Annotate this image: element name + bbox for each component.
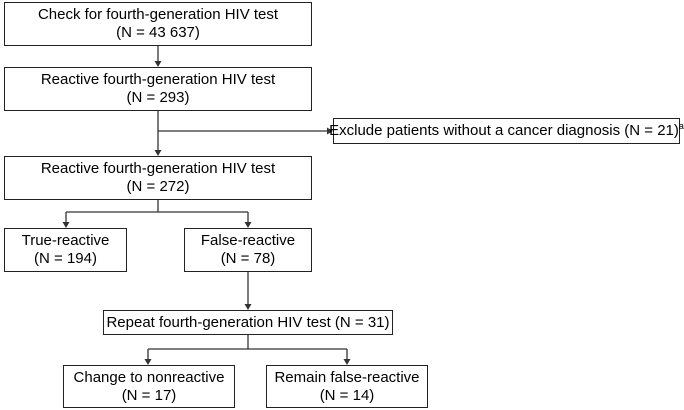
arrowhead-down <box>244 304 252 310</box>
arrowhead-down <box>154 61 162 67</box>
box-screened-count: (N = 43 637) <box>116 24 200 41</box>
footnote-marker: a <box>678 121 684 131</box>
box-reactive-initial-title: Reactive fourth-generation HIV test <box>40 71 276 88</box>
box-reactive-initial-count: (N = 293) <box>126 89 190 106</box>
box-remain-false-reactive: Remain false-reactive (N = 14) <box>266 365 428 408</box>
arrowhead-down <box>244 222 252 228</box>
box-reactive-included-title: Reactive fourth-generation HIV test <box>40 160 276 177</box>
box-reactive-initial: Reactive fourth-generation HIV test (N =… <box>4 67 312 111</box>
box-false-reactive-title: False-reactive <box>200 232 296 249</box>
box-screened: Check for fourth-generation HIV test (N … <box>4 2 312 46</box>
arrowhead-down <box>154 150 162 156</box>
box-true-reactive: True-reactive (N = 194) <box>4 228 127 272</box>
box-exclusion-text: Exclude patients without a cancer diagno… <box>329 121 684 140</box>
box-repeat-test-text: Repeat fourth-generation HIV test (N = 3… <box>106 313 390 331</box>
box-true-reactive-title: True-reactive <box>21 232 110 249</box>
box-exclusion: Exclude patients without a cancer diagno… <box>329 118 684 144</box>
box-false-reactive-count: (N = 78) <box>220 250 276 267</box>
box-true-reactive-count: (N = 194) <box>34 250 97 267</box>
box-repeat-test: Repeat fourth-generation HIV test (N = 3… <box>103 310 393 335</box>
box-remain-false-reactive-count: (N = 14) <box>319 386 375 404</box>
box-change-nonreactive-title: Change to nonreactive <box>73 368 225 386</box>
box-remain-false-reactive-title: Remain false-reactive <box>274 368 420 386</box>
box-reactive-included: Reactive fourth-generation HIV test (N =… <box>4 156 312 200</box>
box-screened-title: Check for fourth-generation HIV test <box>37 6 279 23</box>
box-change-nonreactive-count: (N = 17) <box>121 386 177 404</box>
box-false-reactive: False-reactive (N = 78) <box>184 228 312 272</box>
box-change-nonreactive: Change to nonreactive (N = 17) <box>63 365 235 408</box>
arrowhead-right <box>327 127 333 135</box>
box-reactive-included-count: (N = 272) <box>126 178 190 195</box>
arrowhead-down <box>144 359 152 365</box>
arrowhead-down <box>343 359 351 365</box>
arrowhead-down <box>62 222 70 228</box>
